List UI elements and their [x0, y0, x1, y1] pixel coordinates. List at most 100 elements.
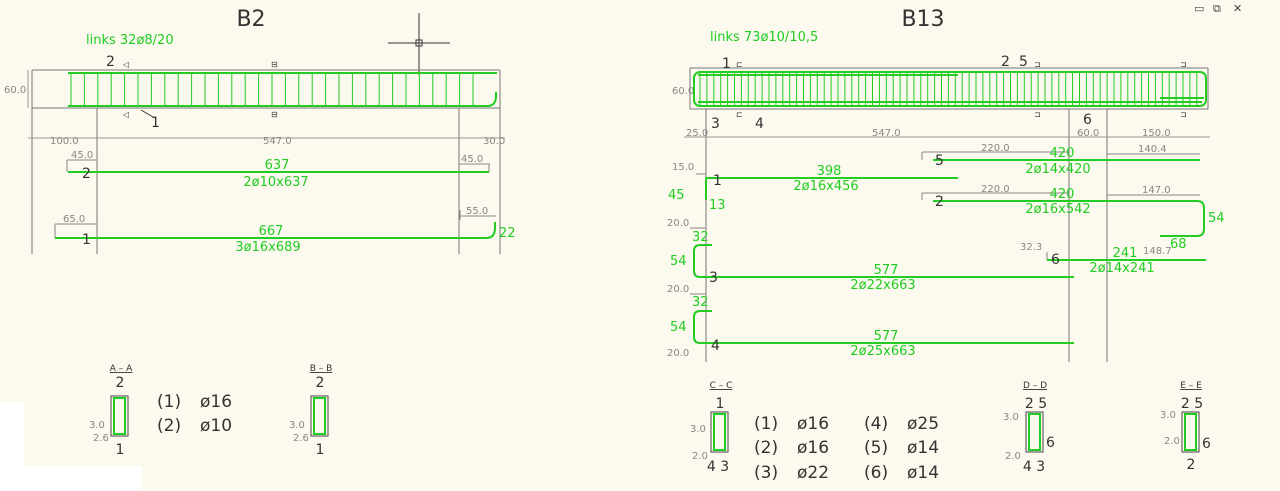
blank-region-2: [24, 466, 142, 491]
restore-icon[interactable]: ⧉: [1213, 2, 1221, 15]
b13-bar5-spec: 2ø14x420: [1025, 162, 1090, 177]
b2-section-aa-cover2: 2.6: [93, 433, 109, 444]
b2-section-arrow-a-bot: ◁: [122, 110, 129, 119]
b13-bar2-mark: 2: [935, 194, 944, 210]
close-icon[interactable]: ✕: [1233, 2, 1243, 15]
b13-section-dd-side-mark: 6: [1046, 435, 1055, 451]
b2-section-bb-cover1: 3.0: [289, 420, 305, 431]
b13-legend-dia-4: ø25: [907, 414, 939, 434]
b2-bar1-length: 667: [259, 224, 284, 239]
b2-dim-left: 100.0: [50, 136, 79, 147]
b13-legend: (1) ø16 (2) ø16 (3) ø22 (4) ø25 (5) ø14 …: [754, 414, 939, 483]
b13-stirrups: [699, 73, 1198, 105]
b13-bar-5: 220.0 140.4 420 2ø14x420 5: [921, 143, 1200, 177]
b13-section-ee: E – E 2 5 6 2 3.0 2.0: [1160, 381, 1211, 473]
b13-legend-num-6: (6): [864, 463, 888, 483]
b2-mark-1: 1: [151, 115, 160, 131]
b13-legend-dia-1: ø16: [797, 414, 829, 434]
b2-beam-outline: [28, 69, 505, 254]
b2-dim-right: 30.0: [483, 136, 505, 147]
b13-section-dd-cover1: 3.0: [1003, 412, 1019, 423]
b13-section-ee-bottom-mark: 2: [1187, 457, 1196, 473]
b13-mark-2: 2: [1001, 54, 1010, 70]
b2-section-aa-cover1: 3.0: [89, 420, 105, 431]
b13-legend-num-4: (4): [864, 414, 888, 434]
blank-region: [0, 402, 24, 491]
b13-section-cc-cover1: 3.0: [690, 424, 706, 435]
b13-bar3-hook: 32: [692, 230, 709, 245]
b13-bar-2: 220.0 147.0 420 2ø16x542 54 68 2: [921, 184, 1225, 252]
b13-bar5-dim: 220.0: [981, 143, 1010, 154]
b2-bar1-left-hook: 65.0: [63, 214, 85, 225]
b2-bar2-left-hook: 45.0: [71, 150, 93, 161]
b13-bar-3: 20.0 32 54 577 2ø22x663 3: [667, 218, 1074, 293]
b13-main-bars: [693, 71, 1207, 107]
b13-mark-5: 5: [1019, 54, 1028, 70]
b13-section-ee-cover1: 3.0: [1160, 410, 1176, 421]
b13-bar4-cover: 20.0: [667, 284, 689, 295]
b13-mark-6: 6: [1083, 112, 1092, 128]
b13-section-arrow-d-top: ⊐: [1034, 60, 1041, 69]
b13-bar3-vert: 54: [670, 254, 687, 269]
b13-legend-dia-3: ø22: [797, 463, 829, 483]
b2-bar2-spec: 2ø10x637: [243, 175, 308, 190]
b13-bar2-bend: 68: [1170, 237, 1187, 252]
b13-legend-num-5: (5): [864, 438, 888, 458]
b13-legend-num-3: (3): [754, 463, 778, 483]
b13-beam-outline: [684, 67, 1210, 362]
b13-bar3-mark: 3: [709, 270, 718, 286]
b13-dim-span: 547.0: [872, 128, 901, 139]
b2-section-arrow-b-top: ⊟: [271, 60, 278, 69]
b13-section-dd: D – D 2 5 6 4 3 3.0 2.0: [1003, 381, 1055, 475]
b2-main-bars: [68, 72, 497, 107]
b13-bar1-length: 398: [817, 164, 842, 179]
b13-bar-1: 15.0 398 2ø16x456 45 13 1: [668, 162, 958, 213]
b13-height-dim: 60.0: [672, 86, 694, 97]
b13-bar4-mark: 4: [711, 338, 720, 354]
b2-section-bb-bottom-mark: 1: [316, 442, 325, 458]
b13-section-ee-cover2: 2.0: [1164, 436, 1180, 447]
b2-bar2-length: 637: [265, 158, 290, 173]
b2-section-aa-bottom-mark: 1: [116, 442, 125, 458]
b13-legend-dia-6: ø14: [907, 463, 939, 483]
b13-bar-4: 20.0 32 54 577 2ø25x663 20.0 4: [667, 284, 1074, 359]
b2-bar2-mark: 2: [82, 166, 91, 182]
b13-section-dd-top-mark: 2 5: [1025, 396, 1047, 412]
b13-legend-num-1: (1): [754, 414, 778, 434]
b13-section-ee-label: E – E: [1180, 381, 1202, 391]
b13-bar5-right-dim: 140.4: [1138, 144, 1167, 155]
b13-bar-6: 32.3 148.7 241 2ø14x241 6: [1020, 242, 1206, 276]
b13-bar1-spec: 2ø16x456: [793, 179, 858, 194]
b2-legend-dia-2: ø10: [200, 416, 232, 436]
b13-bar4-length: 577: [874, 329, 899, 344]
b2-bar1-mark: 1: [82, 232, 91, 248]
b2-section-bb-label: B – B: [310, 364, 333, 374]
b13-links-label: links 73ø10/10,5: [710, 30, 818, 45]
b13-section-cc: C – C 1 4 3 3.0 2.0: [690, 381, 732, 475]
b2-stirrups: [70, 73, 474, 106]
b13-bar1-left-dim: 15.0: [672, 162, 694, 173]
b13-section-cc-bottom-marks: 4 3: [707, 459, 729, 475]
b13-section-cc-cover2: 2.0: [692, 451, 708, 462]
b13-section-cc-top-mark: 1: [716, 396, 725, 412]
minimize-icon[interactable]: ▭: [1194, 2, 1205, 15]
b2-bar1-spec: 3ø16x689: [235, 240, 300, 255]
b13-section-arrow-e-top: ⊐: [1180, 60, 1187, 69]
b2-section-bb-cover2: 2.6: [293, 433, 309, 444]
b13-bar6-mark: 6: [1051, 252, 1060, 268]
b2-section-arrow-a-top: ◁: [122, 60, 129, 69]
b2-section-aa: A – A 2 1 3.0 2.6: [89, 364, 133, 458]
b2-title: B2: [236, 7, 265, 32]
b13-section-cc-label: C – C: [710, 381, 733, 391]
b2-bar-2: 45.0 45.0 637 2ø10x637 2: [66, 150, 490, 190]
b13-bar6-spec: 2ø14x241: [1089, 261, 1154, 276]
b2-bar-1: 65.0 55.0 667 3ø16x689 22 1: [54, 206, 516, 255]
b13-dim-right: 150.0: [1142, 128, 1171, 139]
b2-section-arrow-b-bot: ⊟: [271, 110, 278, 119]
b13-section-arrow-c-bot: ⊏: [736, 110, 743, 119]
b13-bar6-right-dim: 148.7: [1143, 246, 1172, 257]
b13-bar5-length: 420: [1050, 146, 1075, 161]
b13-legend-num-2: (2): [754, 438, 778, 458]
beam-b2: B2 links 32ø8/20 60.0 2 1 ◁ ⊟ ◁ ⊟ 1: [4, 7, 516, 458]
